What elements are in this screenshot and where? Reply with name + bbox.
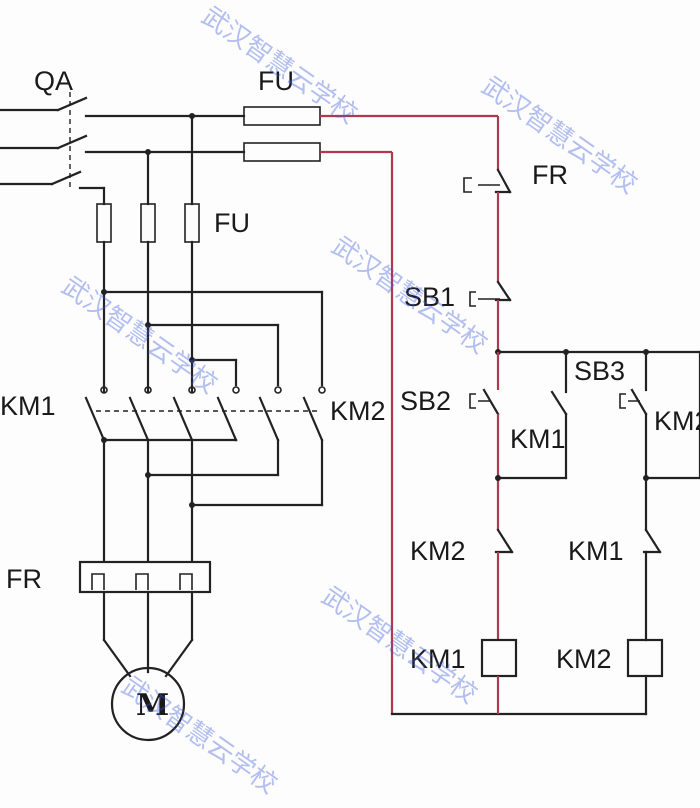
km2-main-contacts	[96, 386, 326, 442]
coils	[480, 638, 664, 716]
sb1-label: SB1	[404, 282, 455, 312]
watermark: 武汉智慧云学校	[116, 671, 282, 800]
sb2-start-branch	[469, 350, 568, 530]
thermal-relay	[78, 560, 212, 678]
reversing-bus	[101, 289, 324, 387]
watermark: 武汉智慧云学校	[326, 231, 492, 360]
supply-lines	[0, 108, 60, 186]
sb1-stop-button	[469, 280, 700, 355]
km1-contact-label: KM1	[0, 391, 56, 421]
km1-main-contacts	[84, 290, 196, 442]
fr-thermal-label: FR	[6, 564, 42, 594]
km2-contact-label: KM2	[330, 396, 386, 426]
km1-coil-label: KM1	[410, 644, 466, 674]
control-supply	[146, 106, 648, 716]
watermark: 武汉智慧云学校	[56, 271, 222, 400]
qa-label: QA	[34, 66, 73, 96]
fr-control-label: FR	[532, 160, 568, 190]
motor-feeds	[101, 437, 324, 562]
km2-interlock-label: KM2	[410, 536, 466, 566]
interlock-contacts	[494, 528, 662, 642]
watermark: 武汉智慧云学校	[196, 1, 362, 130]
km2-coil-label: KM2	[556, 644, 612, 674]
phase-lines	[102, 113, 195, 206]
power-fuses	[96, 203, 200, 362]
motor-label: M	[136, 688, 169, 723]
km2-hold-label: KM2	[654, 406, 700, 436]
sb3-start-branch	[619, 350, 700, 532]
qa-breaker	[50, 92, 194, 190]
fu-main-label: FU	[258, 66, 294, 96]
sb3-label: SB3	[574, 356, 625, 386]
fu-power-label: FU	[214, 208, 250, 238]
fr-nc-contact	[463, 116, 512, 282]
km1-interlock-label: KM1	[568, 536, 624, 566]
km1-hold-label: KM1	[510, 424, 566, 454]
sb2-label: SB2	[400, 386, 451, 416]
motor-symbol	[110, 666, 186, 742]
